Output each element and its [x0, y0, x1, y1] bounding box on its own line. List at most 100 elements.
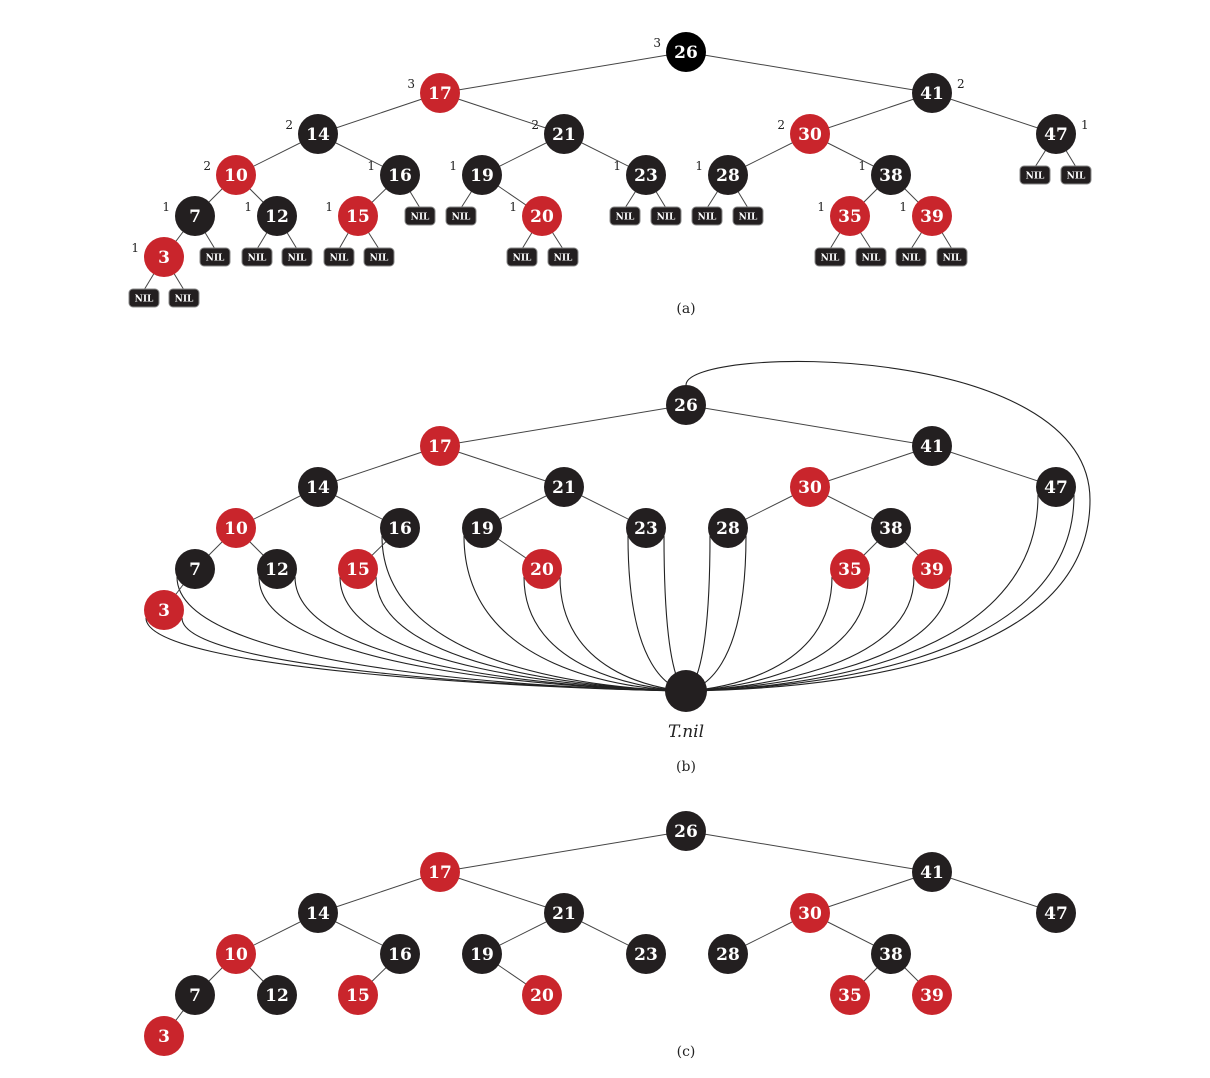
black-height-12: 1 — [244, 200, 252, 214]
node-15-b — [338, 549, 378, 589]
nil-label-47-right: NIL — [1067, 172, 1086, 182]
node-key-10-b: 10 — [224, 519, 248, 539]
sentinel-link-35-right — [685, 576, 869, 692]
node-key-15-b: 15 — [346, 560, 370, 580]
node-key-28-c: 28 — [716, 945, 740, 965]
nil-label-47-left: NIL — [1026, 172, 1045, 182]
edge-41-30-c — [809, 871, 933, 914]
node-key-26-c: 26 — [674, 822, 698, 842]
sentinel-link-7-left — [176, 576, 687, 692]
sentinel-link-20-left — [523, 576, 687, 692]
node-28-c — [708, 934, 748, 974]
node-47-b — [1036, 467, 1076, 507]
node-7-c — [175, 975, 215, 1015]
node-41-a — [912, 73, 952, 113]
nil-leaf-19-left — [445, 206, 477, 226]
node-3-b — [144, 590, 184, 630]
node-17-c — [420, 852, 460, 892]
node-key-16-c: 16 — [388, 945, 412, 965]
node-key-7-c: 7 — [189, 986, 201, 1006]
nil-label-35-right: NIL — [862, 254, 881, 264]
node-key-21-b: 21 — [552, 478, 576, 498]
edge-26-41-b — [685, 404, 933, 447]
node-21-c — [544, 893, 584, 933]
node-key-20-b: 20 — [530, 560, 554, 580]
nil-leaf-20-right — [547, 247, 579, 267]
node-19-a — [462, 155, 502, 195]
node-7-a — [175, 196, 215, 236]
node-26-a — [666, 32, 706, 72]
edge-26-41-c — [685, 830, 933, 873]
node-20-a — [522, 196, 562, 236]
nil-leaf-12-left — [241, 247, 273, 267]
node-key-14-b: 14 — [306, 478, 330, 498]
node-10-b — [216, 508, 256, 548]
node-39-a — [912, 196, 952, 236]
node-key-7-b: 7 — [189, 560, 201, 580]
black-height-23: 1 — [613, 159, 621, 173]
node-key-14-a: 14 — [306, 125, 330, 145]
nil-leaf-12-right — [281, 247, 313, 267]
node-key-47-a: 47 — [1044, 125, 1068, 145]
node-key-41-a: 41 — [920, 84, 944, 104]
nil-leaf-39-right — [936, 247, 968, 267]
node-key-47-c: 47 — [1044, 904, 1068, 924]
black-height-17: 3 — [407, 77, 415, 91]
sentinel-label: T.nil — [668, 722, 704, 742]
edge-17-14-a — [317, 92, 441, 135]
nil-label-16-left: NIL — [411, 213, 430, 223]
node-key-39-c: 39 — [920, 986, 944, 1006]
node-key-38-a: 38 — [879, 166, 903, 186]
black-height-16: 1 — [367, 159, 375, 173]
nil-label-12-right: NIL — [288, 254, 307, 264]
sentinel-link-39-left — [685, 576, 915, 692]
edge-17-21-b — [439, 445, 565, 488]
edge-41-47-c — [931, 871, 1057, 914]
nil-leaf-15-right — [363, 247, 395, 267]
node-35-c — [830, 975, 870, 1015]
nil-label-23-right: NIL — [657, 213, 676, 223]
nil-leaf-35-left — [814, 247, 846, 267]
nil-label-23-left: NIL — [616, 213, 635, 223]
node-key-39-a: 39 — [920, 207, 944, 227]
node-14-b — [298, 467, 338, 507]
black-height-3: 1 — [131, 241, 139, 255]
node-key-19-a: 19 — [470, 166, 494, 186]
black-height-47: 1 — [1081, 118, 1089, 132]
node-key-30-a: 30 — [798, 125, 822, 145]
sentinel-link-23-left — [627, 535, 687, 692]
black-height-35: 1 — [817, 200, 825, 214]
nil-label-35-left: NIL — [821, 254, 840, 264]
node-10-a — [216, 155, 256, 195]
nil-leaf-47-right — [1060, 165, 1092, 185]
node-key-15-c: 15 — [346, 986, 370, 1006]
node-key-19-c: 19 — [470, 945, 494, 965]
node-12-c — [257, 975, 297, 1015]
node-key-30-c: 30 — [798, 904, 822, 924]
edge-26-17-b — [439, 404, 687, 447]
edge-41-30-b — [809, 445, 933, 488]
node-30-b — [790, 467, 830, 507]
black-height-38: 1 — [858, 159, 866, 173]
node-key-17-c: 17 — [428, 863, 452, 883]
edge-41-30-a — [809, 92, 933, 135]
node-key-41-c: 41 — [920, 863, 944, 883]
node-16-c — [380, 934, 420, 974]
nil-leaf-16-left — [404, 206, 436, 226]
black-height-30: 2 — [777, 118, 785, 132]
caption-c: (c) — [677, 1044, 696, 1060]
node-39-b — [912, 549, 952, 589]
sentinel-link-20-right — [559, 576, 687, 692]
black-height-19: 1 — [449, 159, 457, 173]
node-key-23-a: 23 — [634, 166, 658, 186]
node-key-12-b: 12 — [265, 560, 289, 580]
node-16-b — [380, 508, 420, 548]
node-35-a — [830, 196, 870, 236]
edge-26-17-a — [439, 51, 687, 94]
nil-label-3-left: NIL — [135, 295, 154, 305]
node-30-c — [790, 893, 830, 933]
nil-label-28-left: NIL — [698, 213, 717, 223]
sentinel-link-47-right — [685, 494, 1075, 692]
